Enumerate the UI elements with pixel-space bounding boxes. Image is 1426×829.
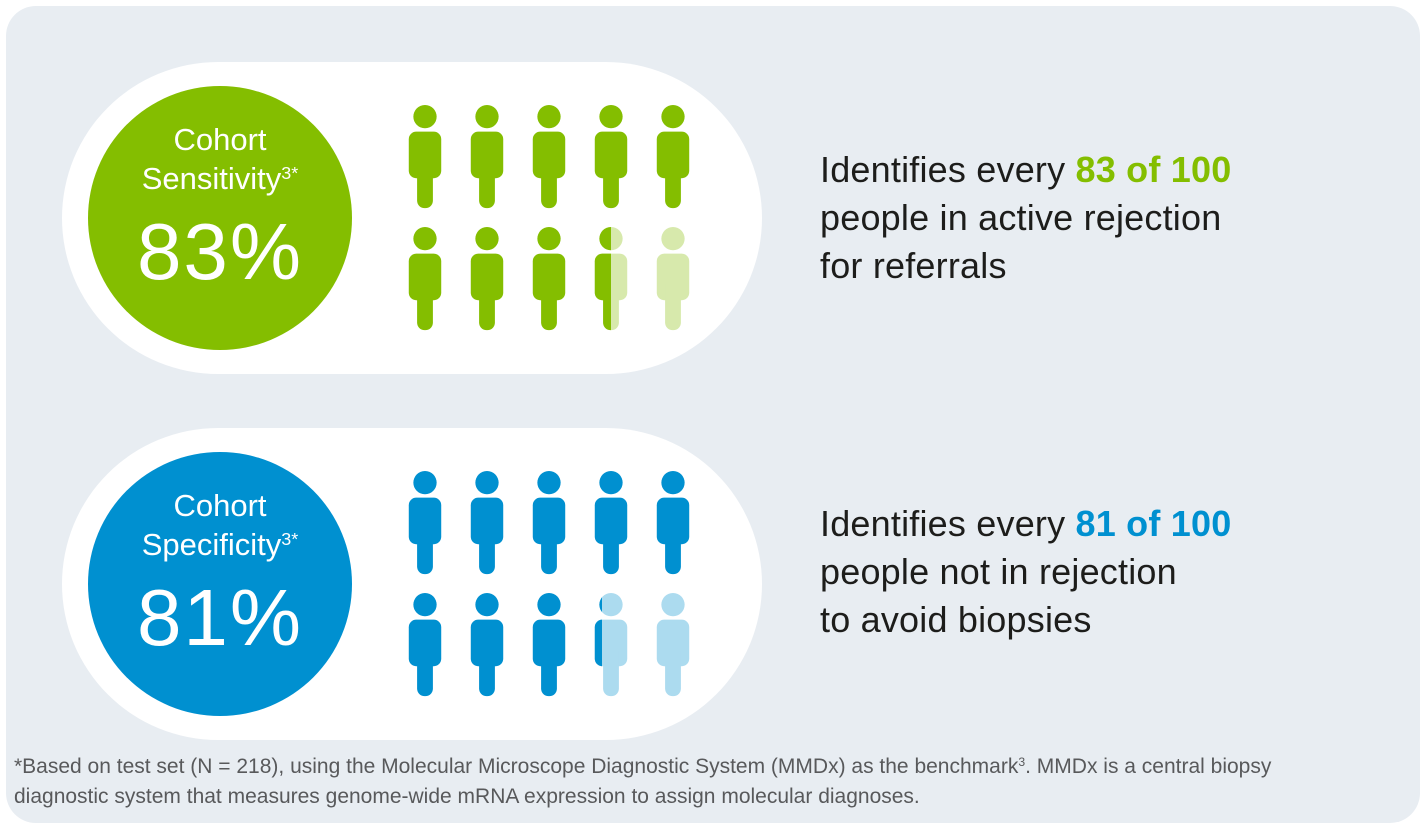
circle-label-line1: Cohort [173, 488, 267, 523]
person-icon [462, 471, 512, 575]
infographic-card: Cohort Sensitivity3* 83% Identifies ever… [6, 6, 1420, 823]
person-icon [648, 471, 698, 575]
sensitivity-people-pictogram [400, 105, 698, 331]
statement-highlight: 83 of 100 [1075, 149, 1232, 190]
person-icon [648, 105, 698, 209]
person-icon [400, 471, 450, 575]
sensitivity-label: Cohort Sensitivity3* [88, 120, 352, 198]
person-icon [400, 593, 450, 697]
circle-label-superscript: 3* [281, 529, 299, 550]
person-icon [586, 471, 636, 575]
person-icon [648, 593, 698, 697]
statement-line3: for referrals [820, 245, 1007, 286]
footnote-part1: *Based on test set (N = 218), using the … [14, 755, 1019, 778]
footnote: *Based on test set (N = 218), using the … [14, 752, 1314, 812]
sensitivity-statement: Identifies every 83 of 100 people in act… [820, 146, 1231, 290]
statement-line2: people in active rejection [820, 197, 1222, 238]
specificity-value: 81% [136, 573, 304, 662]
person-icon [462, 227, 512, 331]
person-icon [586, 105, 636, 209]
person-icon [524, 471, 574, 575]
person-icon [648, 227, 698, 331]
circle-label-line2: Specificity [141, 527, 282, 562]
footnote-superscript: 3 [1018, 755, 1026, 770]
sensitivity-panel: Cohort Sensitivity3* 83% [62, 62, 762, 374]
circle-label-superscript: 3* [281, 163, 299, 184]
specificity-statement: Identifies every 81 of 100 people not in… [820, 500, 1231, 644]
statement-prefix: Identifies every [820, 149, 1076, 190]
person-icon [586, 593, 636, 697]
specificity-stat-circle: Cohort Specificity3* 81% [88, 452, 352, 716]
specificity-label: Cohort Specificity3* [88, 486, 352, 564]
person-icon [524, 105, 574, 209]
sensitivity-value: 83% [136, 207, 304, 296]
person-icon [462, 593, 512, 697]
person-icon [400, 105, 450, 209]
statement-line2: people not in rejection [820, 551, 1177, 592]
sensitivity-stat-circle: Cohort Sensitivity3* 83% [88, 86, 352, 350]
statement-line3: to avoid biopsies [820, 599, 1092, 640]
person-icon [524, 593, 574, 697]
circle-label-line1: Cohort [173, 122, 267, 157]
footnote-part2: . MMDx is a central biopsy diagnostic sy… [14, 755, 1272, 808]
person-icon [400, 227, 450, 331]
person-icon [462, 105, 512, 209]
person-icon [586, 227, 636, 331]
statement-prefix: Identifies every [820, 503, 1076, 544]
specificity-panel: Cohort Specificity3* 81% [62, 428, 762, 740]
statement-highlight: 81 of 100 [1075, 503, 1232, 544]
specificity-people-pictogram [400, 471, 698, 697]
circle-label-line2: Sensitivity [141, 161, 282, 196]
person-icon [524, 227, 574, 331]
